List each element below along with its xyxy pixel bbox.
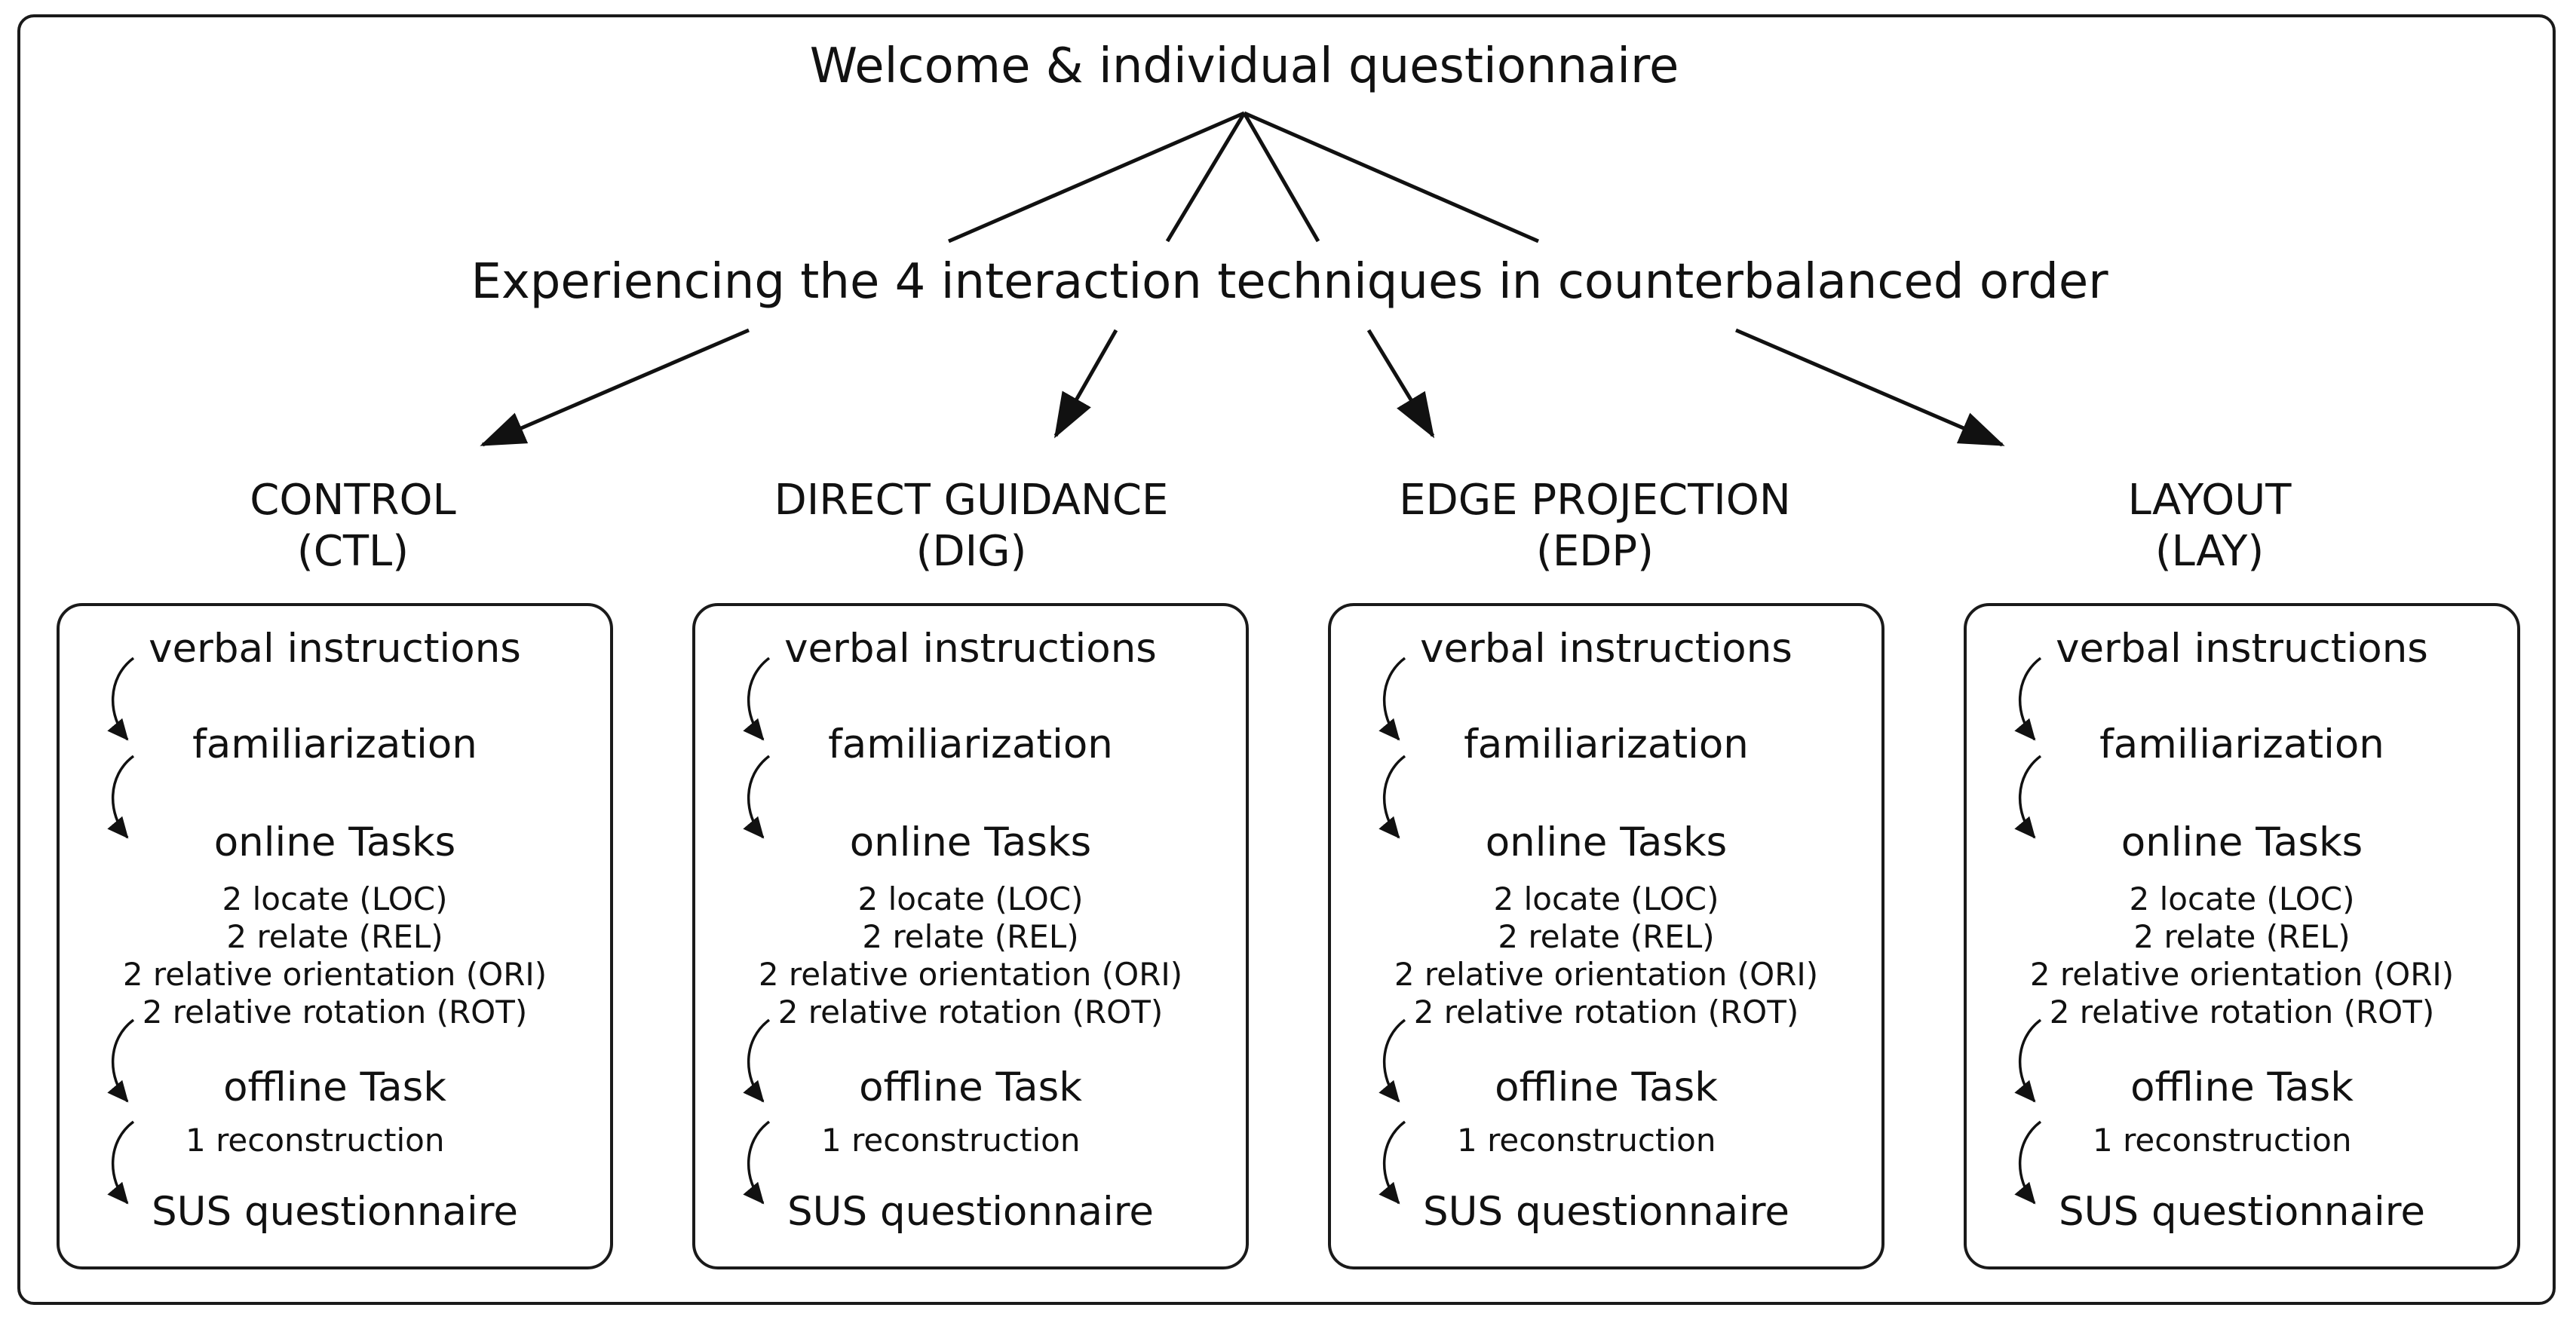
procedure-box-control: verbal instructions familiarization online…	[57, 603, 613, 1269]
step-verbal-instructions: verbal instructions	[2056, 626, 2428, 672]
curved-arrow-icon	[743, 1018, 771, 1103]
curved-arrow-icon	[107, 657, 135, 741]
online-task-item: 2 relative orientation (ORI)	[2029, 956, 2455, 993]
condition-abbr: (LAY)	[2154, 527, 2265, 577]
step-familiarization: familiarization	[192, 721, 477, 767]
step-offline-task: offline Task	[1495, 1064, 1718, 1110]
procedure-box-direct-guidance: verbal instructions familiarization online…	[692, 603, 1249, 1269]
experiencing-techniques-label: Experiencing the 4 interaction technique…	[471, 254, 2108, 310]
offline-task-item: 1 reconstruction	[821, 1122, 1081, 1159]
step-online-tasks: online Tasks	[1485, 819, 1728, 865]
procedure-box-edge-projection: verbal instructions familiarization online…	[1328, 603, 1884, 1269]
online-task-item: 2 relative orientation (ORI)	[758, 956, 1183, 993]
online-task-item: 2 locate (LOC)	[857, 880, 1084, 917]
condition-name: DIRECT GUIDANCE	[774, 476, 1169, 525]
step-offline-task: offline Task	[859, 1064, 1082, 1110]
curved-arrow-icon	[1378, 657, 1406, 741]
online-task-item: 2 relative rotation (ROT)	[1413, 994, 1799, 1030]
step-sus-questionnaire: SUS questionnaire	[152, 1189, 518, 1235]
welcome-questionnaire-label: Welcome & individual questionnaire	[809, 38, 1679, 94]
online-task-item: 2 relate (REL)	[862, 918, 1079, 955]
condition-name: CONTROL	[250, 476, 456, 525]
curved-arrow-icon	[743, 657, 771, 741]
step-online-tasks: online Tasks	[2121, 819, 2363, 865]
curved-arrow-icon	[2014, 1018, 2042, 1103]
condition-abbr: (CTL)	[296, 527, 409, 577]
condition-title-direct-guidance: DIRECT GUIDANCE (DIG)	[774, 475, 1169, 578]
step-sus-questionnaire: SUS questionnaire	[787, 1189, 1154, 1235]
condition-title-edge-projection: EDGE PROJECTION (EDP)	[1399, 475, 1791, 578]
condition-name: LAYOUT	[2127, 476, 2292, 525]
curved-arrow-icon	[2014, 755, 2042, 839]
online-task-item: 2 relate (REL)	[2133, 918, 2351, 955]
step-verbal-instructions: verbal instructions	[784, 626, 1157, 672]
online-task-item: 2 relate (REL)	[226, 918, 443, 955]
curved-arrow-icon	[743, 1120, 771, 1205]
step-online-tasks: online Tasks	[213, 819, 456, 865]
step-verbal-instructions: verbal instructions	[1420, 626, 1792, 672]
online-task-item: 2 locate (LOC)	[222, 880, 448, 917]
step-familiarization: familiarization	[2099, 721, 2384, 767]
step-online-tasks: online Tasks	[849, 819, 1092, 865]
curved-arrow-icon	[107, 1018, 135, 1103]
online-task-item: 2 relate (REL)	[1498, 918, 1715, 955]
diagram-frame	[17, 14, 2556, 1305]
online-task-item: 2 locate (LOC)	[2129, 880, 2355, 917]
step-offline-task: offline Task	[2130, 1064, 2354, 1110]
online-task-item: 2 locate (LOC)	[1493, 880, 1719, 917]
step-familiarization: familiarization	[828, 721, 1113, 767]
condition-title-layout: LAYOUT (LAY)	[2128, 475, 2292, 578]
curved-arrow-icon	[1378, 1018, 1406, 1103]
condition-abbr: (DIG)	[915, 527, 1027, 577]
offline-task-item: 1 reconstruction	[1457, 1122, 1716, 1159]
curved-arrow-icon	[107, 755, 135, 839]
offline-task-item: 1 reconstruction	[186, 1122, 445, 1159]
online-task-item: 2 relative rotation (ROT)	[777, 994, 1164, 1030]
condition-title-control: CONTROL (CTL)	[250, 475, 455, 578]
offline-task-item: 1 reconstruction	[2093, 1122, 2352, 1159]
online-task-item: 2 relative orientation (ORI)	[122, 956, 547, 993]
step-familiarization: familiarization	[1464, 721, 1749, 767]
procedure-box-layout: verbal instructions familiarization online…	[1964, 603, 2520, 1269]
condition-name: EDGE PROJECTION	[1399, 476, 1791, 525]
curved-arrow-icon	[743, 755, 771, 839]
curved-arrow-icon	[1378, 1120, 1406, 1205]
curved-arrow-icon	[2014, 1120, 2042, 1205]
online-task-item: 2 relative orientation (ORI)	[1394, 956, 1819, 993]
step-offline-task: offline Task	[223, 1064, 446, 1110]
online-task-item: 2 relative rotation (ROT)	[142, 994, 528, 1030]
step-sus-questionnaire: SUS questionnaire	[2059, 1189, 2425, 1235]
step-sus-questionnaire: SUS questionnaire	[1423, 1189, 1789, 1235]
curved-arrow-icon	[107, 1120, 135, 1205]
online-task-item: 2 relative rotation (ROT)	[2049, 994, 2435, 1030]
curved-arrow-icon	[2014, 657, 2042, 741]
condition-abbr: (EDP)	[1536, 527, 1654, 577]
curved-arrow-icon	[1378, 755, 1406, 839]
step-verbal-instructions: verbal instructions	[149, 626, 521, 672]
